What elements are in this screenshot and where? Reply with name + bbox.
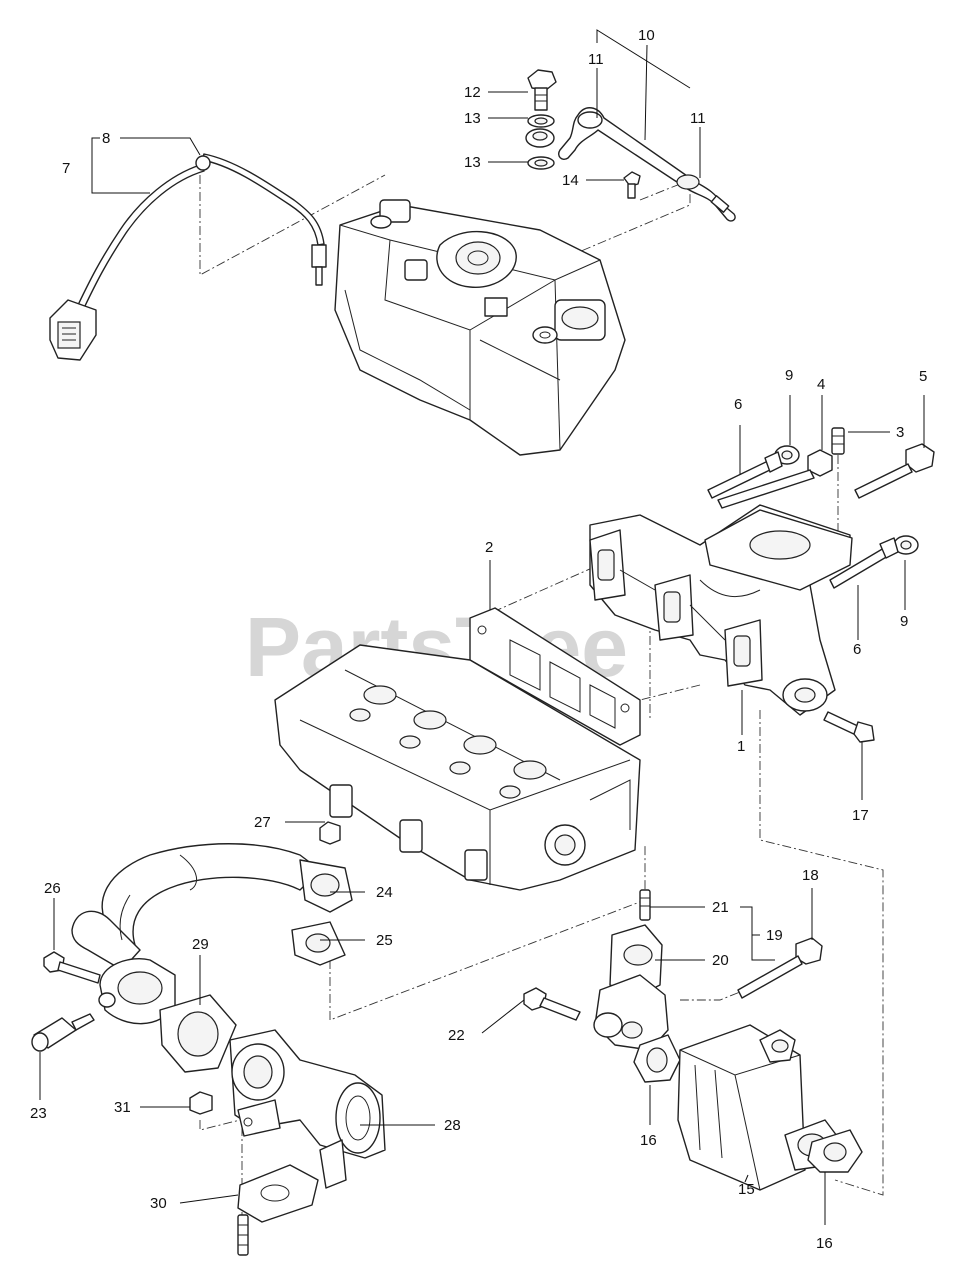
callout-8: 8 xyxy=(102,130,110,147)
callout-6-upper: 6 xyxy=(734,396,742,413)
part-16-gasket-lower xyxy=(807,1129,863,1173)
part-27-nut xyxy=(319,821,341,845)
assembly-dash-lines xyxy=(199,174,884,1230)
part-3-stud xyxy=(831,427,845,455)
callout-12: 12 xyxy=(464,84,481,101)
callout-28: 28 xyxy=(444,1117,461,1134)
part-30-stud xyxy=(237,1214,249,1256)
part-21-stud xyxy=(639,889,651,921)
part-30-gasket xyxy=(237,1164,319,1223)
callout-14: 14 xyxy=(562,172,579,189)
callout-16-upper: 16 xyxy=(640,1132,657,1149)
callout-23: 23 xyxy=(30,1105,47,1122)
callout-3: 3 xyxy=(896,424,904,441)
part-13-banjo-fitting xyxy=(525,128,555,148)
callout-17: 17 xyxy=(852,807,869,824)
callout-31: 31 xyxy=(114,1099,131,1116)
callout-9-upper: 9 xyxy=(785,367,793,384)
part-1-exhaust-manifold xyxy=(589,504,853,716)
leader-lines xyxy=(39,29,925,1225)
callout-7: 7 xyxy=(62,160,70,177)
callout-2: 2 xyxy=(485,539,493,556)
part-6-bolt-lower xyxy=(829,537,899,589)
callout-5: 5 xyxy=(919,368,927,385)
part-23-temperature-sensor xyxy=(31,1013,95,1052)
part-28-egr-valve xyxy=(229,1029,386,1189)
part-17-bolt xyxy=(823,711,875,743)
part-26-bolt xyxy=(43,951,101,984)
callout-1: 1 xyxy=(737,738,745,755)
part-18-bolt xyxy=(737,937,823,999)
callout-11-left: 11 xyxy=(588,51,604,68)
callout-18: 18 xyxy=(802,867,819,884)
part-7-sensor-harness xyxy=(49,153,327,361)
part-22-bolt xyxy=(523,987,581,1021)
callout-21: 21 xyxy=(712,899,729,916)
callout-13-upper: 13 xyxy=(464,110,481,127)
callout-19: 19 xyxy=(766,927,783,944)
callout-29: 29 xyxy=(192,936,209,953)
part-25-gasket xyxy=(291,921,346,966)
part-10-pipe xyxy=(558,107,736,222)
callout-26: 26 xyxy=(44,880,61,897)
part-13-washer-upper xyxy=(527,114,555,128)
cylinder-head xyxy=(274,644,641,891)
part-9-washer-lower xyxy=(893,535,919,555)
callout-27: 27 xyxy=(254,814,271,831)
callout-numbers: 10 11 11 12 13 13 14 8 7 6 9 4 3 5 9 6 1… xyxy=(30,27,927,1252)
callout-11-right: 11 xyxy=(690,110,706,127)
callout-22: 22 xyxy=(448,1027,465,1044)
callout-25: 25 xyxy=(376,932,393,949)
part-14-bolt xyxy=(623,171,641,199)
callout-10: 10 xyxy=(638,27,655,44)
cylinder-head-cover xyxy=(334,199,626,456)
part-29-gasket xyxy=(159,994,237,1073)
part-4-bolt xyxy=(717,449,833,509)
part-13-washer-lower xyxy=(527,156,555,170)
callout-9-lower: 9 xyxy=(900,613,908,630)
part-5-bolt xyxy=(854,443,935,499)
callout-24: 24 xyxy=(376,884,393,901)
part-31-nut xyxy=(189,1091,213,1115)
callout-15: 15 xyxy=(738,1181,755,1198)
part-19-egr-housing xyxy=(593,974,669,1051)
part-6-bolt-upper xyxy=(707,451,783,499)
callout-20: 20 xyxy=(712,952,729,969)
part-20-adapter xyxy=(609,924,663,996)
callout-13-lower: 13 xyxy=(464,154,481,171)
callout-6-lower: 6 xyxy=(853,641,861,658)
part-16-gasket-upper xyxy=(633,1034,681,1083)
callout-4: 4 xyxy=(817,376,825,393)
callout-30: 30 xyxy=(150,1195,167,1212)
part-12-bolt xyxy=(527,69,557,111)
callout-16-lower: 16 xyxy=(816,1235,833,1252)
